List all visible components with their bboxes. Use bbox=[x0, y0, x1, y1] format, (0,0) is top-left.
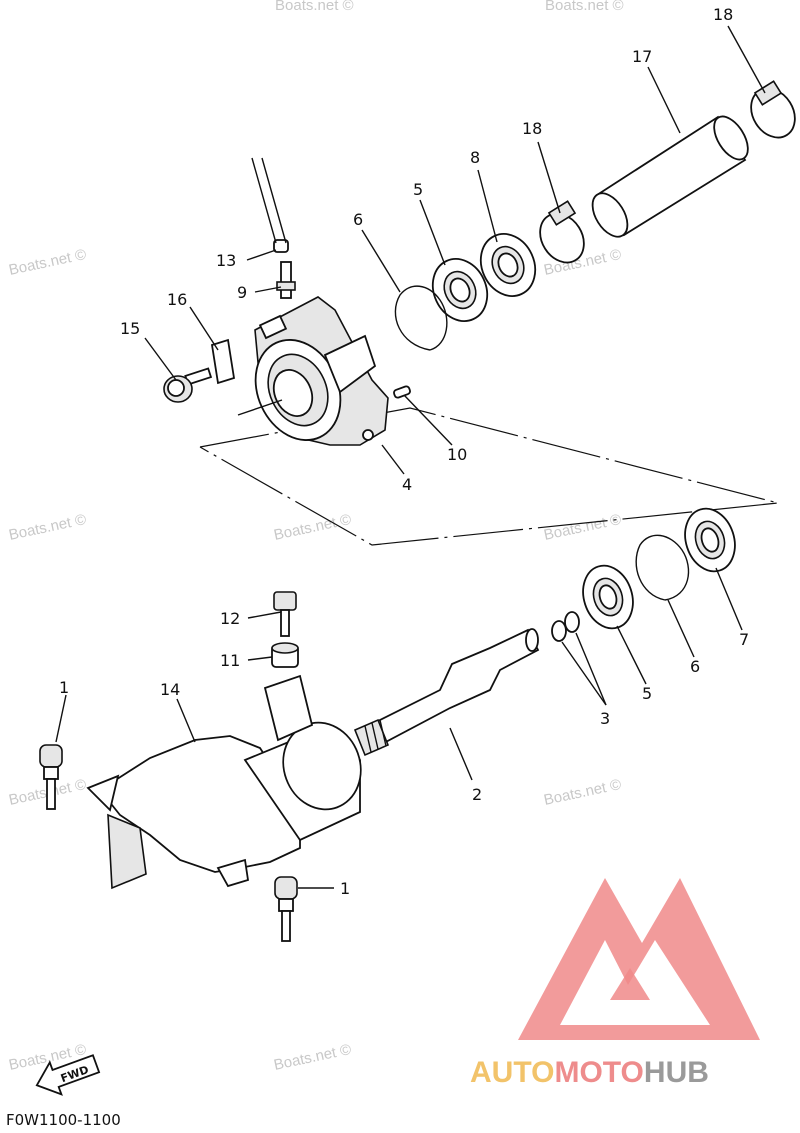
circlip-6b bbox=[635, 534, 690, 601]
callout-2: 2 bbox=[472, 785, 482, 804]
callout-14: 14 bbox=[160, 680, 180, 699]
callout-12: 12 bbox=[220, 609, 240, 628]
hose-clamp-18b bbox=[539, 200, 585, 264]
pin-10 bbox=[393, 385, 411, 399]
brand-hub: HUB bbox=[644, 1056, 709, 1089]
bearing-5 bbox=[431, 258, 489, 322]
watermark-text: Boats.net © bbox=[272, 1041, 352, 1074]
callout-labels: 18 17 18 8 5 6 13 9 16 15 10 4 12 11 1 1… bbox=[59, 5, 749, 898]
bearing-7 bbox=[684, 507, 736, 573]
watermark-text: Boats.net © bbox=[7, 246, 87, 279]
callout-8: 8 bbox=[470, 148, 480, 167]
callout-15: 15 bbox=[120, 319, 140, 338]
callout-6b: 6 bbox=[690, 657, 700, 676]
callout-18b: 18 bbox=[522, 119, 542, 138]
bolt-1-upper bbox=[39, 744, 63, 810]
callout-5: 5 bbox=[413, 180, 423, 199]
intake-housing-14 bbox=[86, 674, 362, 890]
callout-1: 1 bbox=[59, 678, 69, 697]
svg-text:AUTOMOTOHUB: AUTOMOTOHUB bbox=[470, 1056, 709, 1089]
callout-4: 4 bbox=[402, 475, 412, 494]
watermark-text: Boats.net © bbox=[275, 0, 354, 14]
watermark-text: Boats.net © bbox=[542, 776, 622, 809]
bolt-12 bbox=[273, 591, 297, 637]
hose-clamp-18 bbox=[750, 80, 796, 139]
callout-9: 9 bbox=[237, 283, 247, 302]
callout-6: 6 bbox=[353, 210, 363, 229]
plate-16 bbox=[210, 338, 236, 385]
callout-3: 3 bbox=[600, 709, 610, 728]
automotohub-logo: AUTOMOTOHUB bbox=[470, 878, 760, 1089]
drive-shaft-2 bbox=[353, 628, 540, 757]
clip-13 bbox=[273, 239, 289, 253]
callout-5b: 5 bbox=[642, 684, 652, 703]
callout-13: 13 bbox=[216, 251, 236, 270]
brand-auto: AUTO bbox=[470, 1056, 554, 1089]
callout-17: 17 bbox=[632, 47, 652, 66]
watermarks: Boats.net © Boats.net © Boats.net © Boat… bbox=[7, 0, 623, 1074]
callout-10: 10 bbox=[447, 445, 467, 464]
callout-1b: 1 bbox=[340, 879, 350, 898]
bolt-15 bbox=[163, 367, 213, 403]
callout-11: 11 bbox=[220, 651, 240, 670]
collar-11 bbox=[271, 642, 299, 668]
watermark-text: Boats.net © bbox=[545, 0, 624, 14]
brand-moto: MOTO bbox=[554, 1056, 643, 1089]
bleed-tube bbox=[251, 157, 287, 244]
watermark-text: Boats.net © bbox=[542, 511, 622, 544]
circlip-6 bbox=[394, 285, 448, 351]
pump-housing-4 bbox=[254, 296, 389, 446]
hose-nipple-9 bbox=[276, 261, 296, 299]
callout-7: 7 bbox=[739, 630, 749, 649]
watermark-text: Boats.net © bbox=[7, 511, 87, 544]
bearing-8 bbox=[479, 233, 537, 297]
figure-code: F0W1100-1100 bbox=[6, 1111, 121, 1129]
hose-17 bbox=[591, 115, 749, 238]
callout-16: 16 bbox=[167, 290, 187, 309]
bearing-5b bbox=[582, 564, 634, 630]
leader-lines bbox=[55, 25, 766, 889]
o-rings-3 bbox=[551, 611, 580, 642]
bolt-1-lower bbox=[274, 876, 298, 942]
callout-18: 18 bbox=[713, 5, 733, 24]
